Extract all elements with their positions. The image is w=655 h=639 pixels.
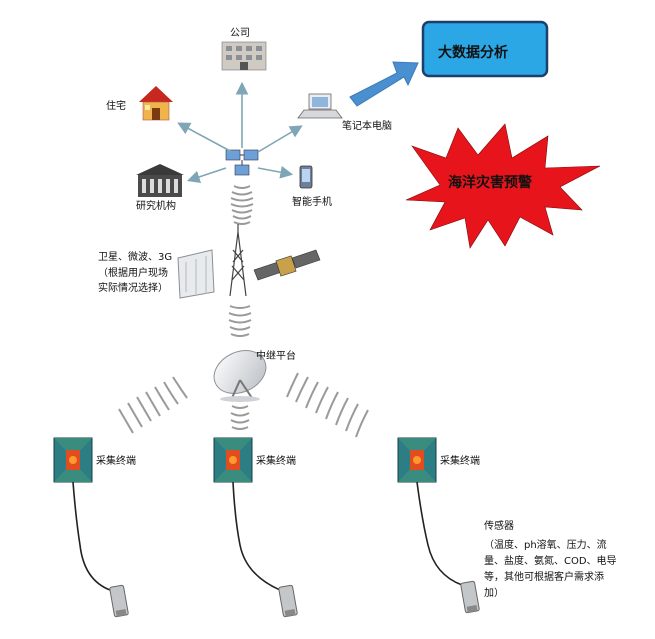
signal-waves-upper [230,185,254,225]
relay-label: 中继平台 [256,351,296,362]
satellite-icon [253,249,321,281]
satellite-note-label: 卫星、微波、3G （根据用户现场 实际情况选择） [98,252,173,294]
network-hub-icon [225,149,259,176]
arrow-to-research [186,167,227,184]
warning-starburst [405,123,601,249]
collector-1-label: 采集终端 [96,456,136,467]
sensor-probe-3-icon [460,580,480,614]
residence-label: 住宅 [106,101,126,112]
smartphone-icon [299,165,313,189]
relay-dish-icon [213,350,267,402]
laptop-label: 笔记本电脑 [342,121,392,132]
collector-terminal-1-icon [53,437,111,591]
sensor-description-label: （温度、ph溶氧、压力、流 量、盐度、氨氮、COD、电导 等，其他可根据客户需求… [484,540,617,599]
hub-arrows [177,81,303,184]
arrow-to-phone [257,165,294,179]
company-icon [221,41,267,71]
arrow-to-residence [177,122,233,153]
collector-terminal-2-icon [213,437,281,591]
warning-label: 海洋灾害预警 [448,175,532,191]
company-label: 公司 [230,28,250,39]
big-data-label: 大数据分析 [438,45,508,61]
laptop-icon [297,93,343,119]
signal-waves-right [286,372,369,438]
transmission-tower-icon [229,224,247,297]
signal-waves-left [118,376,188,434]
collector-2-label: 采集终端 [256,456,296,467]
research-label: 研究机构 [136,201,176,212]
sensor-probe-2-icon [278,584,298,618]
microwave-antenna-icon [177,249,215,299]
phone-label: 智能手机 [292,197,332,208]
arrow-to-laptop [257,125,303,153]
big-data-arrow [349,61,419,107]
collector-3-label: 采集终端 [440,456,480,467]
big-data-box [421,20,549,78]
sensor-title-label: 传感器 [484,521,514,532]
signal-waves-middle [228,305,252,337]
sensor-probe-1-icon [109,584,129,618]
signal-waves-lower [230,405,250,430]
residence-icon [139,86,173,121]
collector-terminal-3-icon [397,437,463,586]
research-institute-icon [136,164,184,197]
